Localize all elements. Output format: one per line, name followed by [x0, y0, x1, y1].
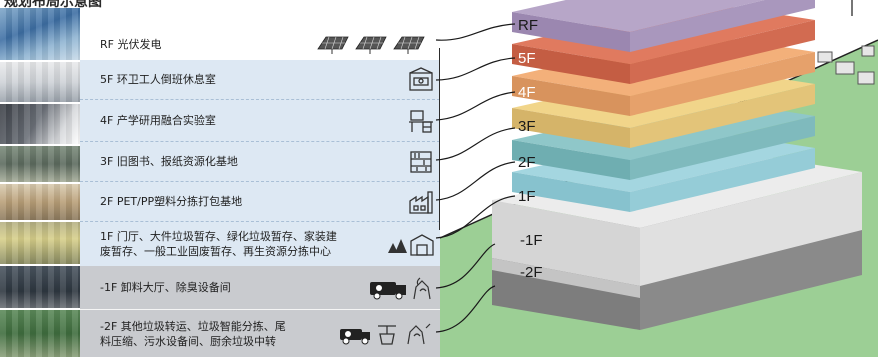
photo-5f — [0, 62, 80, 102]
photo-3f — [0, 146, 80, 182]
floor-row-rf: RF 光伏发电 — [80, 28, 440, 60]
floor-label-4f: 4F 产学研用融合实验室 — [100, 114, 216, 127]
floor-label-b2: -2F 其他垃圾转运、垃圾智能分拣、尾 料压缩、污水设备间、厨余垃圾中转 — [100, 319, 330, 349]
floor-label-b2-line1: -2F 其他垃圾转运、垃圾智能分拣、尾 — [100, 319, 286, 333]
floor-row-b2: -2F 其他垃圾转运、垃圾智能分拣、尾 料压缩、污水设备间、厨余垃圾中转 — [80, 310, 440, 357]
slab-label-rf: RF — [518, 17, 538, 34]
photo-rf — [0, 8, 80, 60]
floor-label-2f: 2F PET/PP塑料分拣打包基地 — [100, 195, 243, 208]
photo-1f — [0, 222, 80, 264]
floor-label-1f-line2: 废暂存、一般工业固废暂存、再生资源分拣中心 — [100, 245, 331, 258]
factory-icon — [408, 189, 434, 215]
floor-label-5f: 5F 环卫工人倒班休息室 — [100, 73, 216, 86]
small-buildings — [817, 45, 875, 85]
leader-lines — [435, 0, 853, 333]
floor-row-3f: 3F 旧图书、报纸资源化基地 — [80, 142, 440, 182]
floor-label-3f: 3F 旧图书、报纸资源化基地 — [100, 155, 238, 168]
solar-panel-icon — [314, 33, 434, 55]
floor-label-1f: 1F 门厅、大件垃圾暂存、绿化垃圾暂存、家装建 废暂存、一般工业固废暂存、再生资… — [100, 229, 365, 259]
slab-label-4f: 4F — [518, 84, 536, 101]
photo-b1 — [0, 266, 80, 308]
floor-row-1f: 1F 门厅、大件垃圾暂存、绿化垃圾暂存、家装建 废暂存、一般工业固废暂存、再生资… — [80, 222, 440, 266]
floor-label-b2-line2: 料压缩、污水设备间、厨余垃圾中转 — [100, 334, 276, 348]
diagram-title: 规划布局示意图 — [4, 0, 102, 10]
floor-row-b1: -1F 卸料大厅、除臭设备间 — [80, 266, 440, 310]
slab-rf — [512, 0, 815, 52]
floor-label-b1: -1F 卸料大厅、除臭设备间 — [100, 281, 231, 294]
lab-desk-icon — [408, 108, 434, 134]
slab-label-b2: -2F — [520, 264, 543, 281]
slab-label-b1: -1F — [520, 232, 543, 249]
floor-label-rf: RF 光伏发电 — [100, 37, 162, 51]
photo-b2 — [0, 310, 80, 357]
photo-2f — [0, 184, 80, 220]
photo-4f — [0, 104, 80, 144]
rest-room-icon — [408, 66, 434, 93]
slab-label-3f: 3F — [518, 118, 536, 135]
slab-label-2f: 2F — [518, 154, 536, 171]
floor-label-1f-line1: 1F 门厅、大件垃圾暂存、绿化垃圾暂存、家装建 — [100, 230, 337, 243]
floor-row-5f: 5F 环卫工人倒班休息室 — [80, 60, 440, 100]
trees-warehouse-icon — [384, 231, 434, 257]
transfer-machinery-icon — [338, 320, 434, 348]
floor-row-4f: 4F 产学研用融合实验室 — [80, 100, 440, 142]
bookshelf-icon — [408, 149, 434, 175]
slab-label-1f: 1F — [518, 188, 536, 205]
slab-label-5f: 5F — [518, 50, 536, 67]
divider-line — [439, 48, 440, 230]
truck-deodorize-icon — [368, 275, 434, 301]
floor-row-2f: 2F PET/PP塑料分拣打包基地 — [80, 182, 440, 222]
